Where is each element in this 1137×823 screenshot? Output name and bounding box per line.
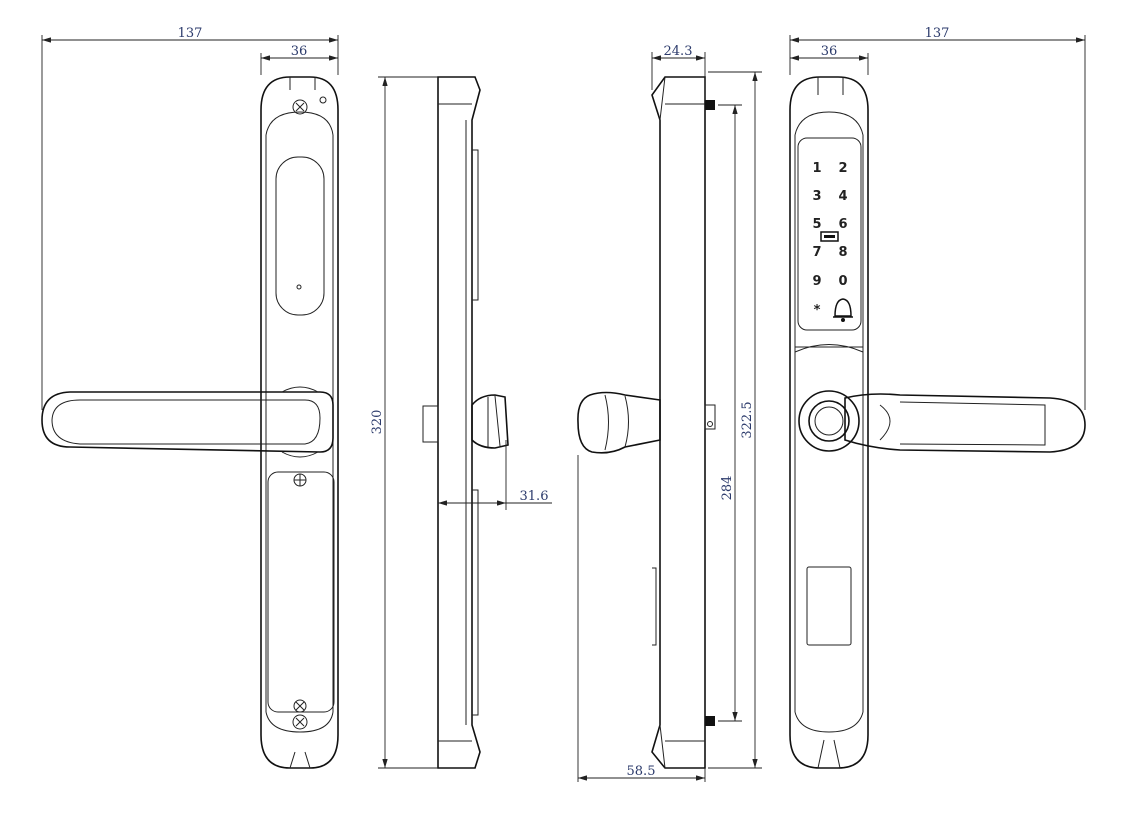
- thumb-turn: [577, 391, 661, 454]
- key-9[interactable]: 9: [812, 274, 821, 289]
- side-view-right: [577, 76, 716, 769]
- dim-spindle-projection: 31.6: [520, 489, 549, 504]
- dim-right-plate-width: 36: [821, 44, 838, 59]
- dim-overall-depth: 58.5: [627, 764, 656, 779]
- key-2[interactable]: 2: [838, 161, 847, 176]
- screw-icon: [292, 99, 308, 115]
- thumb-turn: [471, 394, 509, 449]
- handle: [844, 393, 1086, 453]
- fingerprint-sensor[interactable]: [808, 400, 850, 442]
- fixing-bolt-bottom: [705, 716, 715, 726]
- bell-icon[interactable]: [833, 298, 853, 322]
- interior-front-view: [41, 76, 339, 769]
- key-1[interactable]: 1: [812, 161, 821, 176]
- key-star[interactable]: *: [814, 303, 821, 318]
- handle: [41, 391, 334, 453]
- key-5[interactable]: 5: [812, 217, 821, 232]
- fixing-bolt-top: [705, 100, 715, 110]
- dim-fixing-centres: 284: [720, 476, 735, 501]
- dim-left-width: 137: [178, 26, 203, 41]
- dimension-lines: [41, 35, 1086, 782]
- key-3[interactable]: 3: [812, 189, 821, 204]
- exterior-front-view: 1 2 3 4 5 6 7 8 9 0 *: [789, 76, 1086, 769]
- key-6[interactable]: 6: [838, 217, 847, 232]
- key-0[interactable]: 0: [838, 274, 847, 289]
- dim-overall-height: 322.5: [740, 401, 755, 438]
- dim-side-height: 320: [370, 410, 385, 435]
- side-view-left: [422, 76, 509, 769]
- key-7[interactable]: 7: [812, 245, 821, 260]
- keypad[interactable]: [797, 137, 862, 331]
- dim-right-width: 137: [925, 26, 950, 41]
- dim-side-depth: 24.3: [664, 44, 693, 59]
- battery-cover: [275, 156, 325, 316]
- key-4[interactable]: 4: [838, 189, 847, 204]
- dim-left-plate-width: 36: [291, 44, 308, 59]
- fingerprint-window: [806, 566, 852, 646]
- card-reader-icon: [820, 231, 839, 242]
- lower-cover: [267, 471, 335, 713]
- key-8[interactable]: 8: [838, 245, 847, 260]
